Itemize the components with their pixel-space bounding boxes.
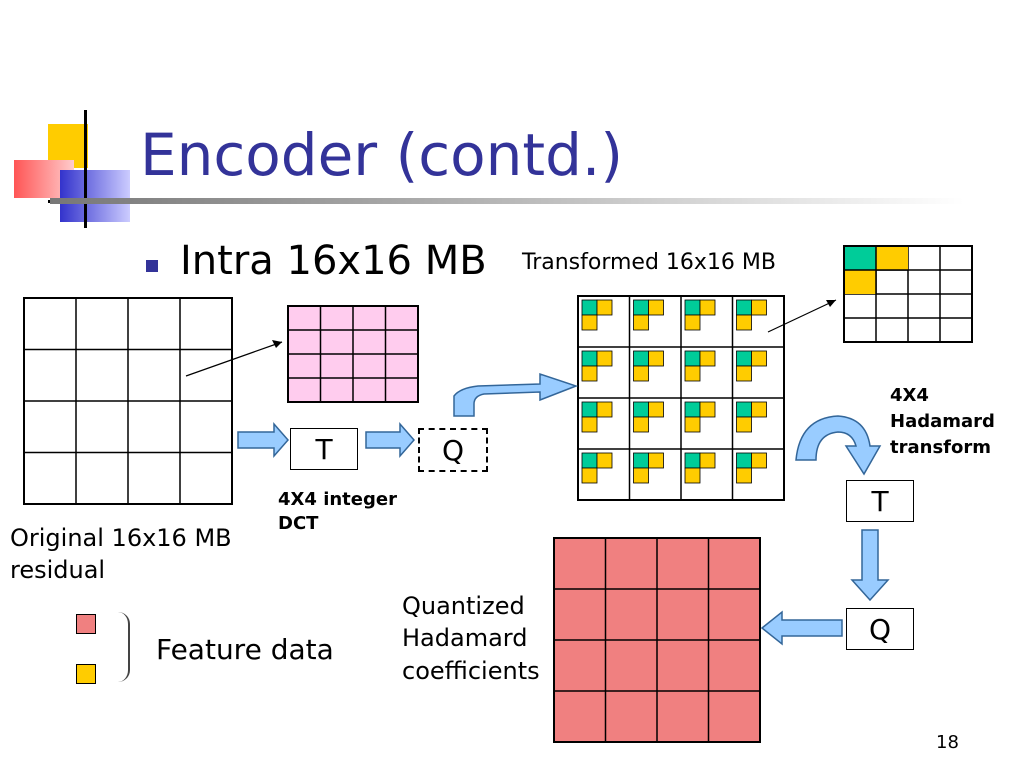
ac-coefficient-yellow [633,314,649,331]
dc-coefficient-green [581,350,598,367]
arrow-t2-to-q2 [850,529,890,602]
ac-coefficient-yellow [633,467,649,484]
curved-arrow-hadamard [795,415,882,476]
ac-coefficient-yellow [736,314,752,331]
ac-coefficient-yellow [699,401,716,418]
ac-coefficient-yellow [751,350,767,367]
ac-coefficient-yellow [581,365,598,382]
ac-coefficient-yellow [596,350,613,367]
ac-coefficient-yellow [581,416,598,433]
ac-coefficient-yellow [581,467,598,484]
ac-coefficient-yellow [736,365,752,382]
ac-coefficient-yellow [684,314,701,331]
quantize-box-q1: Q [418,428,488,472]
page-number: 18 [936,732,959,753]
dc-coefficient-green [633,452,649,469]
dc-coefficient-green [581,401,598,418]
page-title: Encoder (contd.) [140,121,623,189]
dc-coefficient-green [736,299,752,316]
label-original: Original 16x16 MB [10,524,232,552]
block-ac-cell-yellow [876,247,908,270]
label-original-line2: residual [10,556,106,584]
bullet-text: Intra 16x16 MB [180,238,487,284]
dc-coefficient-green [684,401,701,418]
zoom-leader-line [185,341,283,377]
label-dct-line2: DCT [278,513,319,534]
dc-coefficient-green [736,452,752,469]
arrow-to-q1 [365,422,415,458]
dc-coefficient-green [736,350,752,367]
label-quantized-line2: Hadamard [402,624,528,652]
transform-box-t1: T [290,428,358,470]
ac-coefficient-yellow [596,452,613,469]
arrow-to-t1 [237,422,289,458]
title-underline [50,198,964,204]
label-hadamard: 4X4 [890,385,929,406]
transform-leader-arrowhead [826,300,836,307]
ac-coefficient-yellow [633,416,649,433]
dc-coefficient-green [581,452,598,469]
ac-coefficient-yellow [684,467,701,484]
ac-coefficient-yellow [751,299,767,316]
legend-swatch-red [76,614,96,634]
dc-coefficient-green [633,350,649,367]
dc-coefficient-green [633,299,649,316]
label-quantized: Quantized [402,592,525,620]
ac-coefficient-yellow [648,401,664,418]
ac-coefficient-yellow [684,365,701,382]
block-ac-cell-yellow [845,270,876,294]
transform-leader-line [767,299,837,333]
ac-coefficient-yellow [648,350,664,367]
ac-coefficient-yellow [648,452,664,469]
ac-coefficient-yellow [699,452,716,469]
ac-coefficient-yellow [633,365,649,382]
transform-box-t2: T [846,480,914,522]
dc-coefficient-green [633,401,649,418]
ac-coefficient-yellow [736,416,752,433]
arrow-q2-to-quantized [760,610,843,646]
legend-swatch-yellow [76,664,96,684]
dc-coefficient-green [684,350,701,367]
dc-coefficient-green [581,299,598,316]
label-quantized-line3: coefficients [402,657,540,685]
ac-coefficient-yellow [596,401,613,418]
ac-coefficient-yellow [751,452,767,469]
block-dc-cell-green [845,247,876,270]
ac-coefficient-yellow [684,416,701,433]
ac-coefficient-yellow [581,314,598,331]
dc-coefficient-green [684,299,701,316]
ac-coefficient-yellow [736,467,752,484]
label-dct: 4X4 integer [278,489,397,510]
ac-coefficient-yellow [648,299,664,316]
label-transformed: Transformed 16x16 MB [522,250,776,275]
dc-coefficient-green [736,401,752,418]
label-feature-data: Feature data [156,633,334,666]
ac-coefficient-yellow [699,350,716,367]
quantize-box-q2: Q [846,608,914,650]
bullet-square-icon [146,260,158,272]
ac-coefficient-yellow [751,401,767,418]
legend-brace [118,612,130,682]
label-hadamard-line3: transform [890,437,991,458]
ac-coefficient-yellow [596,299,613,316]
zoom-leader-arrowhead [272,340,282,348]
curved-arrow-to-transformed [453,372,579,417]
label-hadamard-line2: Hadamard [890,411,995,432]
slide-logo [10,110,140,230]
dc-coefficient-green [684,452,701,469]
ac-coefficient-yellow [699,299,716,316]
